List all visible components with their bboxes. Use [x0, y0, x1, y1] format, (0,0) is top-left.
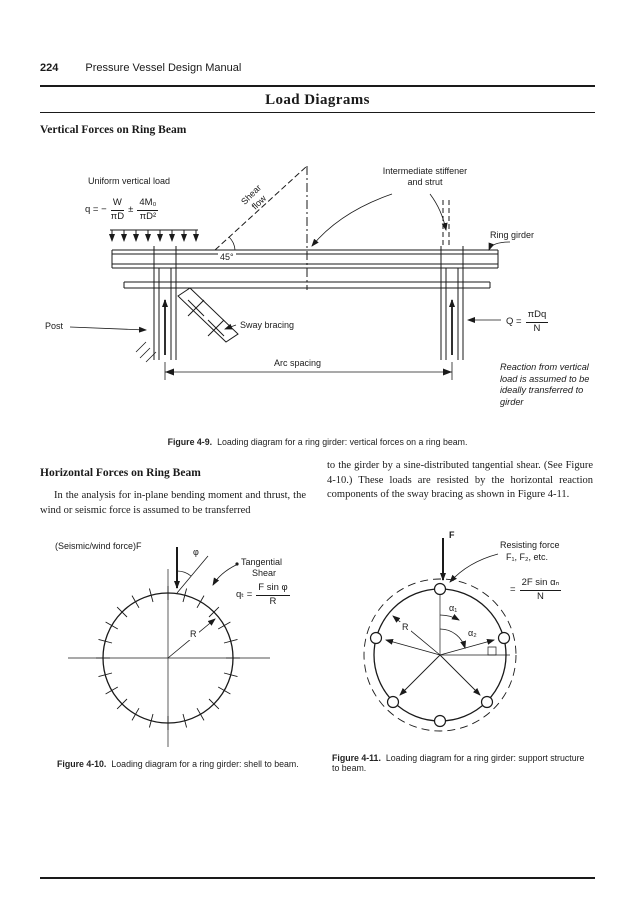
- support-reaction-arrows: [385, 638, 495, 696]
- shear-tick-marks: [96, 586, 240, 730]
- ring-girder-pointer: [489, 242, 510, 251]
- running-head: Pressure Vessel Design Manual: [85, 62, 242, 74]
- figure-4-10: (Seismic/wind force)F φ Tangential Shear…: [40, 535, 320, 750]
- formula-prefix: Q =: [506, 315, 522, 327]
- fig11-caption: Figure 4-11.Loading diagram for a ring g…: [332, 753, 594, 773]
- right-angle-mark: [488, 647, 496, 655]
- fraction: W πD: [110, 197, 125, 222]
- equals-sign: =: [510, 583, 516, 595]
- title-rule: [40, 112, 595, 113]
- shear-flow-line: [215, 166, 307, 250]
- tangential-shear-pointer: [212, 565, 236, 586]
- resisting-force-values: F₁, F₂, etc.: [506, 552, 549, 562]
- stiffener-line1: Intermediate stiffener: [382, 166, 468, 176]
- stiffener-line2: and strut: [407, 176, 443, 187]
- figure-4-9: Uniform vertical load q = − W πD ± 4M₀ π…: [40, 150, 595, 435]
- arc-spacing-label: Arc spacing: [272, 358, 324, 369]
- fraction-denominator: R: [269, 595, 277, 607]
- section-heading-vertical: Vertical Forces on Ring Beam: [40, 124, 187, 136]
- left-post: [136, 246, 176, 362]
- uniform-load-arrows: [109, 230, 199, 242]
- alpha2-arc: [440, 629, 466, 649]
- fig11-caption-text: Loading diagram for a ring girder: suppo…: [332, 753, 585, 773]
- alpha2-label: α₂: [466, 628, 479, 639]
- seismic-force-label: (Seismic/wind force)F: [55, 541, 142, 551]
- stiffener-label: Intermediate stiffener and strut: [355, 166, 495, 187]
- fraction-numerator: W: [110, 197, 125, 211]
- fraction: πDq N: [525, 309, 549, 334]
- resisting-force-label: Resisting force: [500, 540, 560, 550]
- post-pointer: [70, 327, 147, 333]
- fig11-caption-label: Figure 4-11.: [332, 753, 381, 763]
- fraction: F sin φ R: [256, 582, 290, 607]
- uniform-load-label: Uniform vertical load: [88, 176, 171, 186]
- fig10-caption-text: Loading diagram for a ring girder: shell…: [111, 759, 299, 769]
- sway-bracing-member: [178, 288, 238, 342]
- section-heading-horizontal: Horizontal Forces on Ring Beam: [40, 467, 201, 479]
- phi-arc: [177, 571, 191, 576]
- footer-rule: [40, 877, 595, 879]
- page-title: Load Diagrams: [265, 92, 370, 108]
- fraction: 2F sin αₙ N: [519, 577, 562, 602]
- stiffener-pointers: [311, 194, 448, 247]
- fraction-numerator: F sin φ: [256, 582, 290, 596]
- fig9-caption-label: Figure 4-9.: [167, 437, 213, 447]
- support-circles: [371, 584, 510, 727]
- resisting-force-pointer: [449, 554, 498, 583]
- formula-prefix: qₜ =: [236, 588, 253, 600]
- post-label: Post: [45, 321, 64, 331]
- alpha1-label: α₁: [447, 603, 460, 614]
- ring-beam: [112, 250, 498, 268]
- right-post: [441, 246, 463, 360]
- resisting-force-formula: = 2F sin αₙ N: [510, 577, 562, 602]
- fraction-denominator: N: [533, 322, 541, 334]
- sway-bracing-label: Sway bracing: [240, 320, 295, 330]
- phi-reference-line: [177, 556, 208, 593]
- figure-4-11: F Resisting force F₁, F₂, etc. = 2F sin …: [330, 530, 595, 748]
- fig9-caption-text: Loading diagram for a ring girder: verti…: [217, 437, 468, 447]
- fraction-numerator: 4M₀: [137, 197, 159, 211]
- tangential-label: Tangential: [241, 557, 283, 567]
- page-header: 224 Pressure Vessel Design Manual: [40, 62, 241, 74]
- plus-minus: ±: [128, 203, 134, 215]
- fig9-artwork: [40, 150, 595, 435]
- fig9-caption: Figure 4-9. Loading diagram for a ring gi…: [0, 437, 635, 447]
- radius-label: R: [188, 629, 199, 640]
- radius-label: R: [400, 622, 411, 633]
- force-label: F: [449, 530, 455, 540]
- fig10-caption-label: Figure 4-10.: [57, 759, 107, 769]
- q-load-formula: q = − W πD ± 4M₀ πD²: [85, 197, 159, 222]
- fraction-denominator: N: [537, 590, 544, 602]
- arc-spacing-dimension: [165, 362, 452, 380]
- q-reaction-formula: Q = πDq N: [506, 309, 549, 334]
- shear-label: Shear: [252, 568, 277, 578]
- tangential-shear-formula: qₜ = F sin φ R: [236, 582, 290, 607]
- fraction: 4M₀ πD²: [137, 197, 159, 222]
- angle-45-label: 45°: [218, 252, 236, 263]
- formula-prefix: q = −: [85, 203, 107, 215]
- phi-label: φ: [193, 547, 199, 557]
- pointer-dot: [235, 562, 239, 566]
- paragraph-left: In the analysis for in-plane bending mom…: [40, 490, 306, 516]
- ring-girder-label: Ring girder: [490, 230, 535, 240]
- reaction-note: Reaction from vertical load is assumed t…: [500, 362, 590, 407]
- fraction-denominator: πD²: [139, 210, 157, 222]
- page-number: 224: [40, 62, 59, 74]
- fraction-numerator: πDq: [525, 309, 549, 323]
- fig10-caption: Figure 4-10. Loading diagram for a ring g…: [57, 759, 299, 769]
- strut-dashed-lines: [443, 200, 449, 247]
- header-rule: [40, 85, 595, 87]
- paragraph-right: to the girder by a sine-distributed tang…: [327, 460, 593, 500]
- fraction-denominator: πD: [110, 210, 125, 222]
- fraction-numerator: 2F sin αₙ: [519, 577, 562, 591]
- alpha1-arc: [440, 613, 460, 621]
- fig11-artwork: [330, 530, 595, 748]
